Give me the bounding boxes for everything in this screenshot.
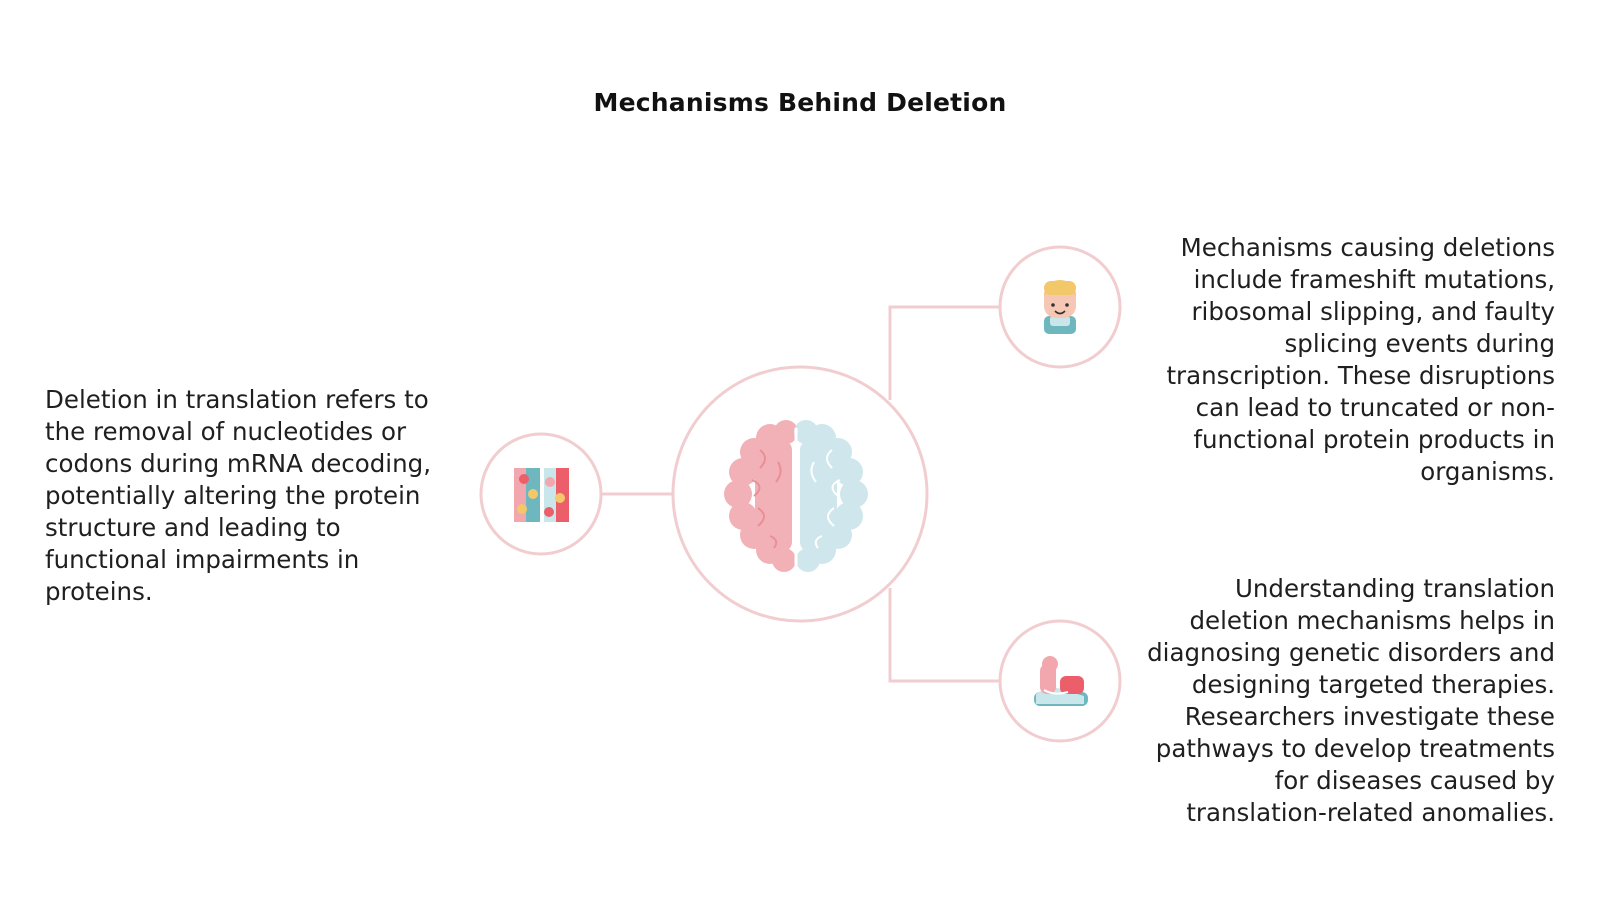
- left-description: Deletion in translation refers to the re…: [45, 385, 431, 606]
- connectors: [602, 305, 999, 683]
- top-right-description: Mechanisms causing deletions include fra…: [1166, 233, 1555, 486]
- connector-top-right: [888, 305, 999, 400]
- bottom-right-node-circle: [998, 619, 1122, 743]
- hand-holding-icon: [1034, 656, 1088, 706]
- brain-icon: [724, 420, 868, 572]
- left-node-circle: [479, 432, 603, 556]
- bottom-right-description: Understanding translation deletion mecha…: [1147, 574, 1555, 827]
- person-avatar-icon: [1044, 280, 1076, 334]
- page-title: Mechanisms Behind Deletion: [593, 88, 1007, 117]
- connector-bottom-right: [888, 588, 999, 683]
- colored-blocks-icon: [514, 468, 569, 522]
